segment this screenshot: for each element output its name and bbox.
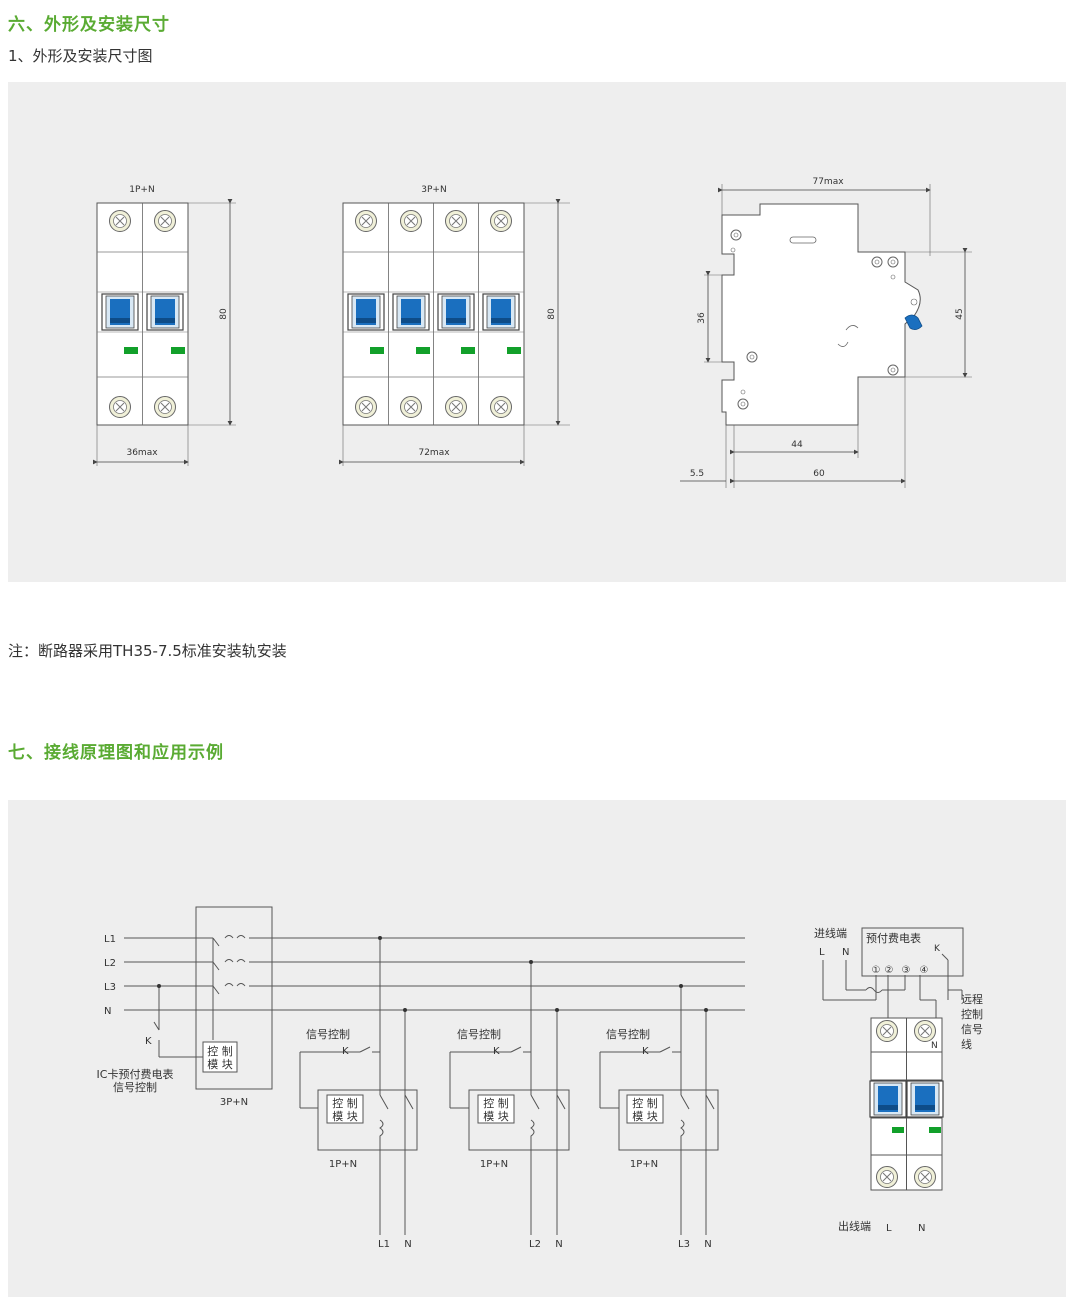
wiring-diagram-panel: L1 L2 L3 N 控 制 模 块 3P+N K IC卡预付费电表 信号控制 … — [8, 800, 1066, 1297]
side-right-height: 45 — [955, 308, 965, 319]
dimension-drawing-panel: 1P+N 36max 80 3P+N — [8, 82, 1066, 582]
side-left-height: 36 — [697, 312, 707, 324]
section-6-subtitle: 1、外形及安装尺寸图 — [8, 47, 153, 65]
ic-label-line2: 信号控制 — [113, 1080, 157, 1094]
out-n-label: N — [918, 1223, 925, 1234]
bus-l1-label: L1 — [104, 934, 116, 945]
side-view-profile — [721, 203, 921, 426]
app-n-label: N — [842, 947, 849, 958]
module-1-line1: 控 制 — [332, 1096, 358, 1110]
section-6-title: 六、外形及安装尺寸 — [8, 15, 170, 35]
breaker-1p-body — [96, 202, 189, 426]
breaker-3p-label: 3P+N — [421, 185, 446, 195]
out-terminal-label: 出线端 — [838, 1219, 871, 1233]
branch-2-out-l: L2 — [529, 1239, 541, 1250]
signal-control-2: 信号控制 — [457, 1027, 501, 1041]
branch-1 — [299, 938, 418, 1235]
signal-control-1: 信号控制 — [306, 1027, 350, 1041]
module-2-line1: 控 制 — [483, 1096, 509, 1110]
branch-3-breaker: 1P+N — [630, 1159, 658, 1170]
out-l-label: L — [886, 1223, 892, 1234]
terminal-1: ① — [872, 965, 881, 976]
side-depth-label: 77max — [812, 177, 844, 187]
side-base-60: 60 — [813, 469, 825, 479]
module-1-line2: 模 块 — [332, 1110, 358, 1123]
app-l-label: L — [819, 947, 825, 958]
ic-label-line1: IC卡预付费电表 — [97, 1067, 174, 1081]
branch-2-breaker: 1P+N — [480, 1159, 508, 1170]
side-base-44: 44 — [791, 440, 803, 450]
module-3-line2: 模 块 — [632, 1110, 658, 1123]
branch-1-breaker: 1P+N — [329, 1159, 357, 1170]
main-module-line1: 控 制 — [207, 1044, 233, 1058]
signal-control-3: 信号控制 — [606, 1027, 650, 1041]
branch-3-out-l: L3 — [678, 1239, 690, 1250]
section-7-title: 七、接线原理图和应用示例 — [8, 743, 224, 763]
terminal-4: ④ — [920, 965, 929, 976]
remote-label-3: 信号 — [961, 1023, 983, 1036]
branch-2-out-n: N — [555, 1239, 562, 1250]
remote-label-4: 线 — [961, 1037, 972, 1051]
remote-label-2: 控制 — [961, 1007, 983, 1021]
branch-1-out-l: L1 — [378, 1239, 390, 1250]
terminal-3: ③ — [902, 965, 911, 976]
bus-l2-label: L2 — [104, 958, 116, 969]
dimension-drawing: 1P+N 36max 80 3P+N — [93, 177, 972, 488]
signal-k-3: K — [642, 1046, 649, 1057]
branch-3 — [599, 986, 719, 1235]
breaker-n-mark: N — [931, 1041, 938, 1051]
signal-k-2: K — [493, 1046, 500, 1057]
wiring-diagram: L1 L2 L3 N 控 制 模 块 3P+N K IC卡预付费电表 信号控制 … — [97, 906, 983, 1250]
meter-label: 预付费电表 — [866, 931, 921, 945]
branch-2 — [449, 962, 570, 1235]
side-offset: 5.5 — [690, 469, 704, 479]
terminal-2: ② — [885, 965, 894, 976]
breaker-3p-body — [342, 202, 525, 426]
breaker-3p-height: 80 — [547, 308, 557, 320]
signal-k-1: K — [342, 1046, 349, 1057]
mounting-note: 注：断路器采用TH35-7.5标准安装轨安装 — [8, 642, 287, 660]
remote-label-1: 远程 — [961, 993, 983, 1006]
main-module-line2: 模 块 — [207, 1058, 233, 1071]
breaker-1p-width: 36max — [126, 448, 158, 458]
branch-3-out-n: N — [704, 1239, 711, 1250]
module-2-line2: 模 块 — [483, 1110, 509, 1123]
main-breaker-label: 3P+N — [220, 1097, 248, 1108]
breaker-1p-height: 80 — [219, 308, 229, 320]
app-k-label: K — [934, 944, 941, 954]
module-3-line1: 控 制 — [632, 1096, 658, 1110]
application-example — [822, 927, 964, 1191]
bus-l3-label: L3 — [104, 982, 116, 993]
breaker-3p-width: 72max — [418, 448, 450, 458]
breaker-1p-label: 1P+N — [129, 185, 154, 195]
bus-n-label: N — [104, 1006, 111, 1017]
ic-k-label: K — [145, 1036, 152, 1047]
in-terminal-label: 进线端 — [814, 926, 847, 940]
branch-1-out-n: N — [404, 1239, 411, 1250]
